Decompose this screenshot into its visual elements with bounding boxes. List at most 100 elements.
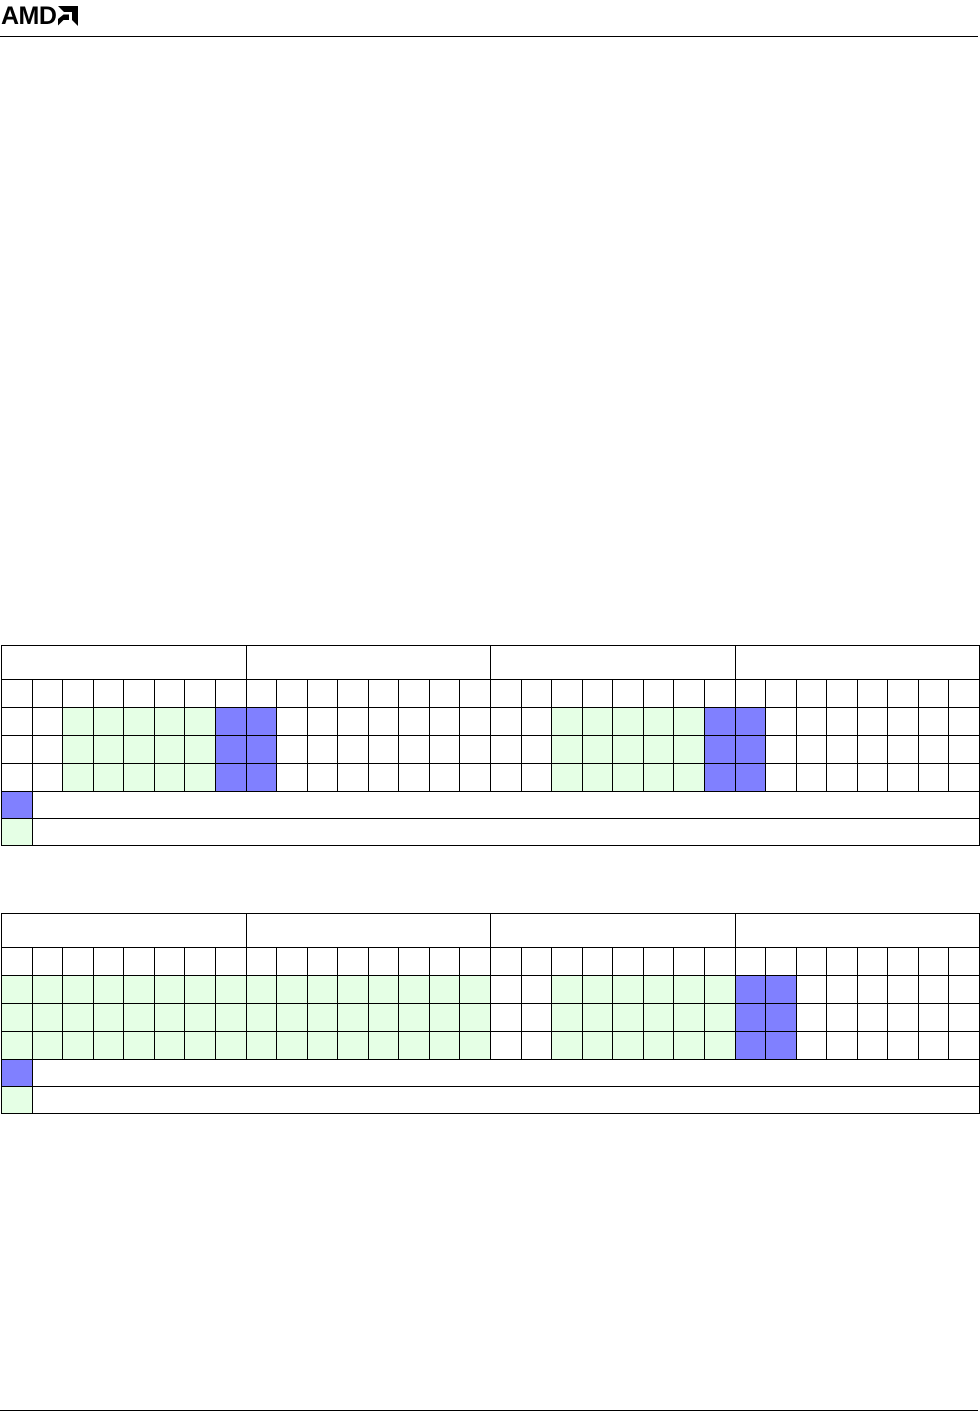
bit-cell xyxy=(612,707,644,736)
bit-cell xyxy=(153,735,186,764)
bit-cell xyxy=(337,1031,369,1060)
bit-cell xyxy=(826,1003,858,1032)
bit-cell xyxy=(62,1003,94,1032)
bit-cell xyxy=(734,735,767,764)
bit-cell xyxy=(184,1003,216,1032)
bit-cell xyxy=(184,1031,216,1060)
bit-cell xyxy=(795,679,828,708)
bit-cell xyxy=(917,947,950,976)
bit-cell xyxy=(184,735,216,764)
bit-cell xyxy=(214,735,247,764)
bit-cell xyxy=(490,1031,522,1060)
field-group-cell xyxy=(734,913,980,948)
bit-cell xyxy=(337,707,369,736)
bit-cell xyxy=(62,763,94,792)
amd-arrow-logo-icon xyxy=(58,6,79,26)
bit-cell xyxy=(428,735,461,764)
bit-cell xyxy=(642,707,675,736)
bit-cell xyxy=(948,1031,980,1060)
bit-cell xyxy=(490,947,522,976)
bit-cell xyxy=(948,1003,980,1032)
bit-cell xyxy=(612,763,644,792)
bit-cell xyxy=(153,947,186,976)
bit-cell xyxy=(856,679,889,708)
bit-cell xyxy=(367,1003,400,1032)
field-group-cell xyxy=(245,645,491,680)
bit-cell xyxy=(703,947,736,976)
bit-row xyxy=(1,763,980,792)
bit-cell xyxy=(459,707,491,736)
field-group-row xyxy=(1,645,980,680)
bit-cell xyxy=(123,1003,155,1032)
bit-cell xyxy=(581,679,614,708)
bit-cell xyxy=(490,735,522,764)
bit-cell xyxy=(153,763,186,792)
bit-cell xyxy=(581,1003,614,1032)
bit-cell xyxy=(245,735,278,764)
bit-cell xyxy=(612,735,644,764)
bit-cell xyxy=(428,1031,461,1060)
bit-cell xyxy=(612,975,644,1004)
bit-cell xyxy=(276,735,308,764)
bit-cell xyxy=(642,735,675,764)
bit-cell xyxy=(245,1003,278,1032)
bit-cell xyxy=(948,947,980,976)
field-group-cell xyxy=(1,913,247,948)
bit-cell xyxy=(765,947,797,976)
bit-cell xyxy=(214,947,247,976)
bit-cell xyxy=(673,1003,705,1032)
register-grid-table-2 xyxy=(1,913,980,1114)
bit-cell xyxy=(703,707,736,736)
bit-cell xyxy=(337,1003,369,1032)
legend-blue-swatch xyxy=(1,791,33,819)
bit-cell xyxy=(490,763,522,792)
bit-cell xyxy=(214,679,247,708)
bit-cell xyxy=(245,947,278,976)
bit-cell xyxy=(734,679,767,708)
bit-cell xyxy=(948,735,980,764)
bit-cell xyxy=(765,735,797,764)
bit-cell xyxy=(428,975,461,1004)
bit-cell xyxy=(31,679,64,708)
bit-cell xyxy=(459,1003,491,1032)
bit-cell xyxy=(337,975,369,1004)
bit-cell xyxy=(367,947,400,976)
logo-text: AMD xyxy=(1,2,57,30)
bit-cell xyxy=(948,763,980,792)
bit-cell xyxy=(612,1003,644,1032)
bit-cell xyxy=(1,947,33,976)
bit-cell xyxy=(123,947,155,976)
bit-cell xyxy=(398,1003,430,1032)
bit-cell xyxy=(551,1031,583,1060)
bit-cell xyxy=(887,1031,919,1060)
bit-cell xyxy=(184,947,216,976)
legend-description xyxy=(31,791,980,819)
bit-cell xyxy=(31,1003,64,1032)
bit-cell xyxy=(214,707,247,736)
bit-cell xyxy=(734,707,767,736)
bit-cell xyxy=(367,707,400,736)
bit-cell xyxy=(795,975,828,1004)
bit-cell xyxy=(734,975,767,1004)
bit-cell xyxy=(306,1003,339,1032)
bit-cell xyxy=(184,763,216,792)
bit-cell xyxy=(673,679,705,708)
bit-cell xyxy=(398,679,430,708)
bit-cell xyxy=(948,975,980,1004)
bit-cell xyxy=(703,975,736,1004)
bit-cell xyxy=(948,679,980,708)
bit-cell xyxy=(520,707,553,736)
bit-cell xyxy=(826,707,858,736)
bit-cell xyxy=(62,679,94,708)
bit-cell xyxy=(428,947,461,976)
bit-cell xyxy=(245,975,278,1004)
bit-cell xyxy=(398,707,430,736)
bit-row xyxy=(1,735,980,764)
bit-cell xyxy=(612,679,644,708)
bit-cell xyxy=(490,679,522,708)
bit-cell xyxy=(490,975,522,1004)
bit-cell xyxy=(887,679,919,708)
bit-cell xyxy=(459,735,491,764)
bit-cell xyxy=(398,763,430,792)
bit-cell xyxy=(428,1003,461,1032)
